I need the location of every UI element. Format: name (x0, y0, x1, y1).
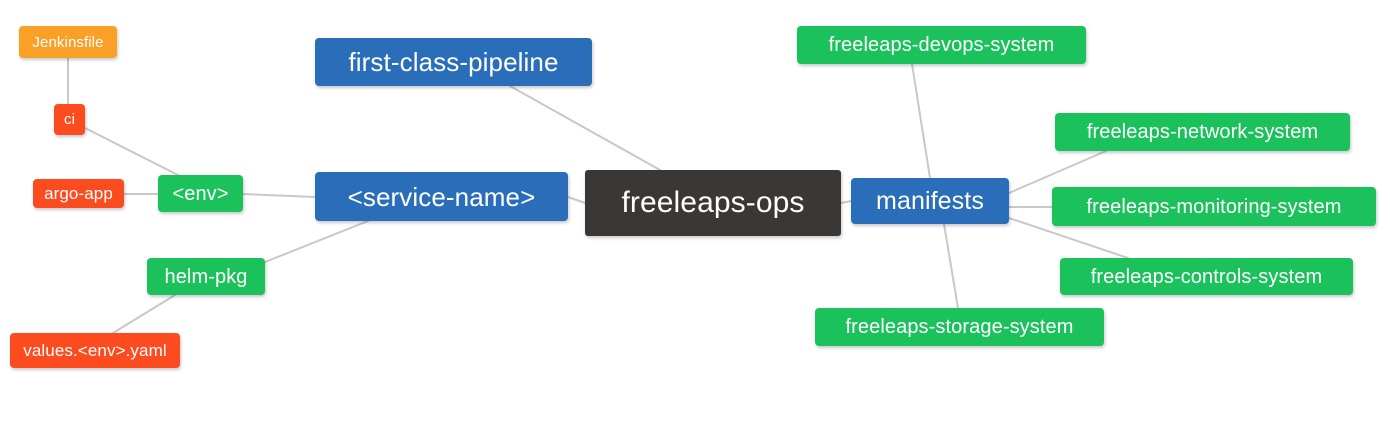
edge-service-name-to-helm-pkg (264, 220, 369, 263)
edge-freeleaps-ops-to-service-name (567, 196, 586, 204)
edge-service-name-to-env (242, 193, 316, 198)
node-freeleaps-monitoring-system[interactable]: freeleaps-monitoring-system (1052, 187, 1376, 226)
edge-helm-pkg-to-values-env-yaml (112, 294, 176, 334)
node-freeleaps-devops-system[interactable]: freeleaps-devops-system (797, 26, 1086, 64)
node-argo-app[interactable]: argo-app (33, 179, 124, 208)
node-freeleaps-ops[interactable]: freeleaps-ops (585, 170, 841, 236)
node-service-name[interactable]: <service-name> (315, 172, 568, 221)
node-first-class-pipeline[interactable]: first-class-pipeline (315, 38, 592, 86)
node-freeleaps-controls-system[interactable]: freeleaps-controls-system (1060, 258, 1353, 295)
edge-env-to-ci (84, 127, 179, 176)
node-freeleaps-network-system[interactable]: freeleaps-network-system (1055, 113, 1350, 151)
node-values-env-yaml[interactable]: values.<env>.yaml (10, 333, 180, 368)
edge-manifests-to-freeleaps-controls-system (1008, 217, 1129, 259)
node-ci[interactable]: ci (54, 104, 85, 135)
edge-manifests-to-freeleaps-devops-system (911, 63, 931, 179)
edge-freeleaps-ops-to-first-class-pipeline (509, 85, 661, 171)
node-env[interactable]: <env> (158, 175, 243, 212)
node-helm-pkg[interactable]: helm-pkg (147, 258, 265, 295)
node-freeleaps-storage-system[interactable]: freeleaps-storage-system (815, 308, 1104, 346)
node-manifests[interactable]: manifests (851, 178, 1009, 224)
edge-freeleaps-ops-to-manifests (840, 200, 852, 204)
node-jenkinsfile[interactable]: Jenkinsfile (19, 26, 117, 58)
edge-manifests-to-freeleaps-storage-system (943, 223, 959, 309)
edge-manifests-to-freeleaps-network-system (1008, 150, 1107, 194)
